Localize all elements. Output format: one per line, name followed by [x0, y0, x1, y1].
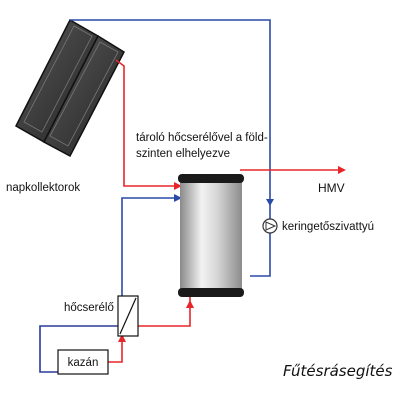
pump-icon [262, 218, 278, 234]
tank-description-line2: szinten elhelyezve [136, 148, 230, 160]
boiler-to-exchanger-pipe [108, 340, 123, 363]
boiler-loop-pipe [39, 325, 118, 373]
tank-outlet-arrow [186, 300, 194, 308]
heat-exchanger-icon [117, 295, 139, 337]
storage-tank [178, 174, 244, 297]
pump-label: keringetőszivattyú [282, 221, 374, 233]
return-flow-arrow [266, 199, 274, 206]
collector-label: napkollektorok [6, 182, 80, 194]
boiler: kazán [57, 349, 109, 375]
diagram-title: Fűtésrásegítés [283, 362, 393, 380]
tank-to-exchanger-pipe [138, 292, 191, 327]
solar-collector [15, 18, 125, 158]
heat-exchanger-label: hőcserélő [64, 302, 114, 314]
hmv-arrow [338, 166, 346, 174]
boiler-flow-arrow [118, 334, 126, 342]
exchanger-return-pipe [121, 197, 180, 296]
collector-supply-pipe [115, 59, 180, 187]
boiler-label: kazán [68, 357, 99, 369]
exchanger-return-arrow [174, 194, 182, 202]
supply-flow-arrow [174, 182, 182, 190]
hmv-label: HMV [318, 181, 345, 195]
collector-return-pipe [70, 19, 271, 277]
tank-description-line1: tároló hőcserélővel a föld- [136, 132, 268, 144]
